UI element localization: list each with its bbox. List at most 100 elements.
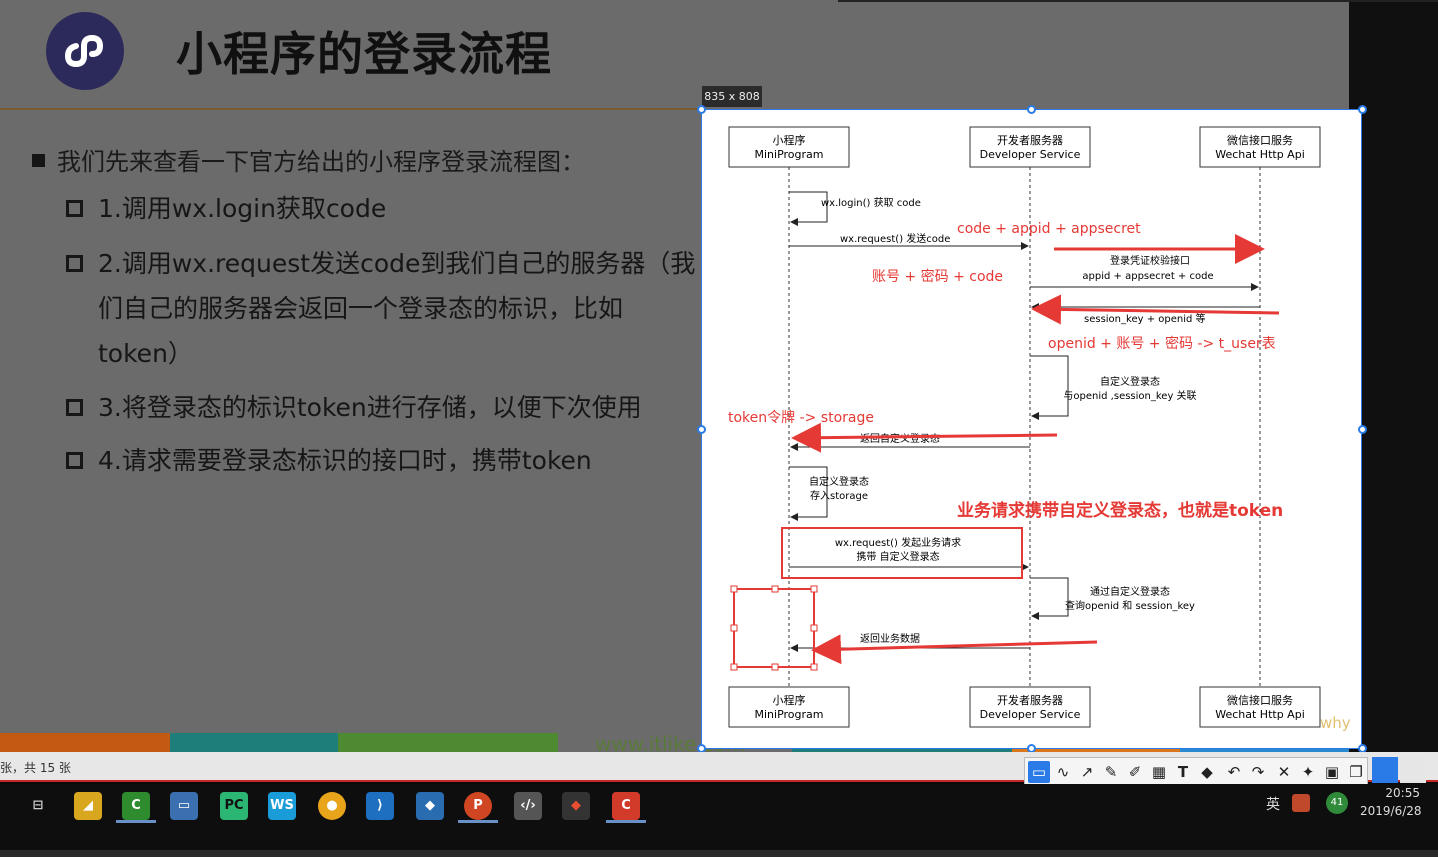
actor-en-label: Developer Service <box>980 708 1081 721</box>
slide-title: 小程序的登录流程 <box>176 27 552 81</box>
selection-handle-ne[interactable] <box>1358 105 1367 114</box>
redo-icon[interactable]: ↷ <box>1251 763 1265 781</box>
screenshot-selection[interactable]: 小程序 MiniProgram 开发者服务器 Developer Service… <box>701 109 1362 749</box>
annotation-arrow-left <box>1031 294 1280 325</box>
pencil-icon[interactable]: ✎ <box>1104 763 1118 781</box>
login-sequence-diagram: 小程序 MiniProgram 开发者服务器 Developer Service… <box>728 110 1351 748</box>
sogou-ime-icon[interactable] <box>1292 794 1310 812</box>
clock-date[interactable]: 2019/6/28 <box>1360 804 1422 818</box>
color-bar-segment <box>170 733 338 752</box>
msg-query-arrow <box>1030 577 1069 620</box>
undo-icon[interactable]: ↶ <box>1227 763 1241 781</box>
step-2-text: 2.调用wx.request发送code到我们自己的服务器（我们自己的服务器会返… <box>98 249 696 368</box>
sticky-notes-icon[interactable]: ◢ <box>74 792 102 820</box>
resize-handle <box>810 624 818 632</box>
file-explorer-icon[interactable]: ▭ <box>170 792 198 820</box>
camtasia-icon[interactable]: C <box>122 792 150 820</box>
color-bar-segment <box>0 733 170 752</box>
actor-en-label: Wechat Http Api <box>1215 148 1305 161</box>
slide-count: 张，共 15 张 <box>0 761 71 775</box>
powerpoint-icon[interactable]: P <box>464 792 492 820</box>
eraser-icon[interactable]: ◆ <box>1201 763 1213 781</box>
clock-time[interactable]: 20:55 <box>1385 786 1420 800</box>
actor-box-wechat-top: 微信接口服务 Wechat Http Api <box>1199 126 1321 168</box>
task-view-icon[interactable]: ⊟ <box>32 798 44 813</box>
selection-handle-nw[interactable] <box>697 105 706 114</box>
active-indicator <box>116 820 156 823</box>
actor-cn-label: 开发者服务器 <box>997 133 1063 147</box>
msg-session-key: session_key + openid 等 <box>1084 312 1206 325</box>
save-icon[interactable]: ▣ <box>1324 763 1340 781</box>
presentation-icon[interactable] <box>1400 757 1426 783</box>
close-icon[interactable]: ✕ <box>1277 763 1291 781</box>
actor-cn-label: 微信接口服务 <box>1227 133 1293 147</box>
arrow-icon[interactable]: ↗ <box>1080 763 1094 781</box>
msg-storage: 存入storage <box>810 489 868 502</box>
step-2: 2.调用wx.request发送code到我们自己的服务器（我们自己的服务器会返… <box>66 241 698 376</box>
msg-request-code: wx.request() 发送code <box>840 232 950 245</box>
highlight-business-request <box>781 527 1023 579</box>
resize-handle <box>810 585 818 593</box>
taskbar-bottom-edge <box>0 850 1438 857</box>
chrome-icon[interactable]: ● <box>318 792 346 820</box>
actor-box-developer-bottom: 开发者服务器 Developer Service <box>969 686 1091 728</box>
text-icon[interactable]: T <box>1177 763 1189 781</box>
actor-cn-label: 微信接口服务 <box>1227 693 1293 707</box>
selection-handle-e[interactable] <box>1358 425 1367 434</box>
actor-box-miniprogram-bottom: 小程序 MiniProgram <box>728 686 850 728</box>
step-1: 1.调用wx.login获取code <box>66 186 698 231</box>
miniprogram-logo-icon <box>46 12 124 90</box>
actor-cn-label: 开发者服务器 <box>997 693 1063 707</box>
actor-en-label: Wechat Http Api <box>1215 708 1305 721</box>
title-divider <box>0 108 700 110</box>
msg-wx-login: wx.login() 获取 code <box>821 197 921 209</box>
actor-box-developer-top: 开发者服务器 Developer Service <box>969 126 1091 168</box>
tray-badge-icon[interactable]: 41 <box>1326 792 1348 814</box>
corner-watermark: why <box>1320 714 1351 732</box>
resize-handle <box>771 663 779 671</box>
msg-return-data: 返回业务数据 <box>860 632 920 645</box>
git-icon[interactable]: ◆ <box>562 792 590 820</box>
resize-handle <box>771 585 779 593</box>
sourcetree-icon[interactable]: ◆ <box>416 792 444 820</box>
windows-taskbar: ⊟ ◢ C ▭ PC WS ● ⟩ ◆ P ‹/› ◆ C 英 41 20:55… <box>0 784 1438 857</box>
actor-en-label: MiniProgram <box>755 708 824 721</box>
webstorm-icon[interactable]: WS <box>268 792 296 820</box>
highlighter-icon[interactable]: ✐ <box>1128 763 1142 781</box>
input-language[interactable]: 英 <box>1266 797 1280 813</box>
selection-handle-n[interactable] <box>1027 105 1036 114</box>
layout-icon[interactable] <box>1372 757 1398 783</box>
resize-handle <box>730 663 738 671</box>
main-bullet-text: 我们先来查看一下官方给出的小程序登录流程图： <box>57 148 585 176</box>
pin-icon[interactable]: ✦ <box>1301 763 1315 781</box>
actor-cn-label: 小程序 <box>773 693 806 707</box>
main-bullet: 我们先来查看一下官方给出的小程序登录流程图： <box>32 142 585 177</box>
devtools-icon[interactable]: ‹/› <box>514 792 542 820</box>
annotation-business-token: 业务请求携带自定义登录态，也就是token <box>957 500 1283 521</box>
msg-verify-title: 登录凭证校验接口 <box>1110 254 1190 267</box>
top-edge <box>838 0 1438 2</box>
recorder-icon[interactable]: C <box>612 792 640 820</box>
copy-icon[interactable]: ❐ <box>1349 763 1363 781</box>
select-icon[interactable]: ▭ <box>1028 761 1050 783</box>
mosaic-icon[interactable]: ▦ <box>1151 763 1167 781</box>
resize-handle <box>810 663 818 671</box>
pycharm-icon[interactable]: PC <box>220 792 248 820</box>
resize-handle <box>730 624 738 632</box>
step-3: 3.将登录态的标识token进行存储，以便下次使用 <box>66 385 698 430</box>
annotation-openid-table: openid + 账号 + 密码 -> t_user表 <box>1048 335 1276 352</box>
active-indicator <box>606 820 646 823</box>
msg-storage-title: 自定义登录态 <box>809 475 869 488</box>
msg-custom-state-arrow <box>1030 355 1069 420</box>
curve-icon[interactable]: ∿ <box>1056 763 1070 781</box>
step-1-text: 1.调用wx.login获取code <box>98 194 387 223</box>
annotation-arrow-return <box>811 634 1098 665</box>
step-4: 4.请求需要登录态标识的接口时，携带token <box>66 438 698 483</box>
resize-handle <box>730 585 738 593</box>
right-edge-panel <box>1349 0 1438 752</box>
vscode-icon[interactable]: ⟩ <box>366 792 394 820</box>
annotation-code-appid: code + appid + appsecret <box>957 221 1141 237</box>
selection-handle-w[interactable] <box>697 425 706 434</box>
annotation-token-storage: token令牌 -> storage <box>728 409 874 426</box>
